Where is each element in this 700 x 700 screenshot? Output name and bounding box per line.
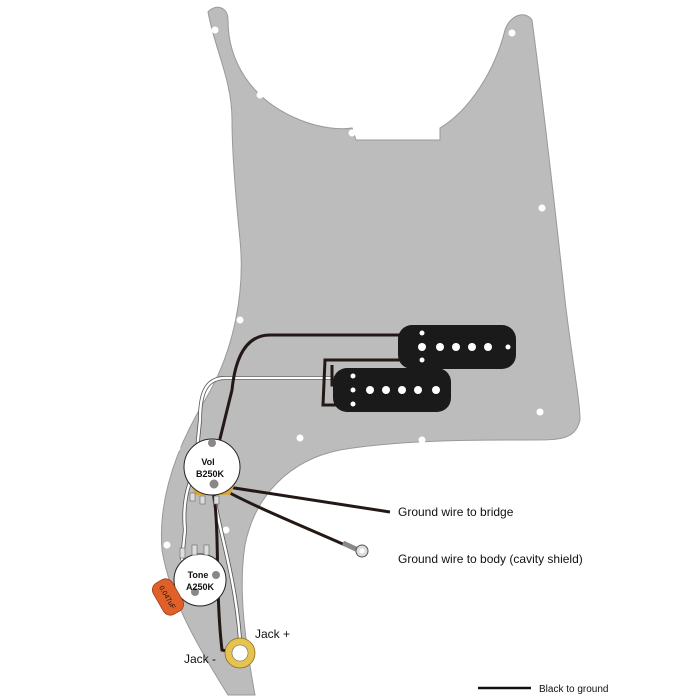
- screw-holes: [163, 26, 546, 664]
- legend-black-wire-label: Black to ground: [539, 684, 609, 695]
- capacitor: 0.047uF: [152, 578, 184, 616]
- pickup-upper: [398, 325, 516, 369]
- tone-pot-value: A250K: [186, 582, 215, 592]
- bridge-ground-label: Ground wire to bridge: [398, 505, 514, 519]
- pickguard: [160, 6, 581, 696]
- volume-pot: Vol B250K: [183, 438, 241, 505]
- ground-lug: [341, 540, 369, 558]
- jack-minus-label: Jack -: [184, 652, 216, 666]
- volume-pot-value: B250K: [196, 469, 225, 479]
- tone-pot: Tone A250K: [173, 544, 227, 607]
- output-jack: [224, 637, 256, 669]
- body-ground-label: Ground wire to body (cavity shield): [398, 552, 583, 566]
- tone-pot-name: Tone: [188, 570, 209, 580]
- jack-plus-label: Jack +: [255, 627, 290, 641]
- volume-pot-name: Vol: [201, 457, 214, 467]
- pickup-lower: [333, 368, 451, 412]
